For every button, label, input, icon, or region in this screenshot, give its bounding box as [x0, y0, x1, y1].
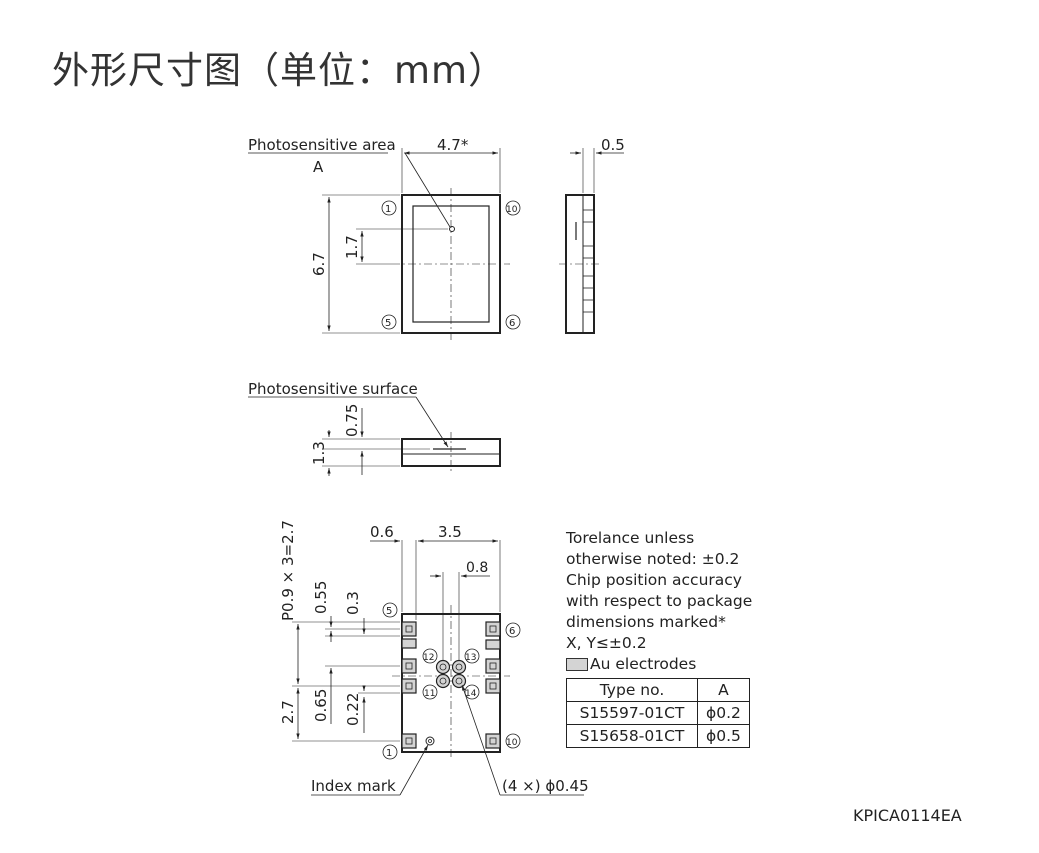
pin-1-label: 1 [385, 204, 391, 215]
pin-13-label: 13 [465, 653, 476, 663]
label-holes: (4 ×) ϕ0.45 [502, 777, 589, 795]
pin-6-label-bottom: 6 [509, 626, 515, 637]
dim-thickness: 0.5 [601, 136, 625, 154]
table-cell: S15597-01CT [566, 701, 698, 725]
legend-label: Au electrodes [590, 655, 697, 673]
note-line: X, Y≤±0.2 [566, 634, 647, 652]
pin-10-label-bottom: 10 [506, 738, 518, 748]
label-area-a: A [313, 158, 324, 176]
pin-5-label: 5 [385, 318, 391, 329]
side-view [559, 148, 624, 334]
dim-width: 4.7* [437, 136, 469, 154]
note-line: otherwise noted: ±0.2 [566, 550, 740, 568]
table-cell: ϕ0.2 [697, 701, 750, 725]
dim-0-22: 0.22 [344, 693, 362, 726]
dim-0-8: 0.8 [466, 560, 488, 576]
pin-6-label: 6 [509, 318, 515, 329]
table-cell: S15658-01CT [566, 724, 698, 748]
bottom-view [292, 539, 584, 796]
note-line: Torelance unless [566, 529, 695, 547]
tolerance-notes: Torelance unless otherwise noted: ±0.2 C… [566, 528, 752, 675]
table-cell: ϕ0.5 [697, 724, 750, 748]
pin-12-label: 12 [423, 653, 434, 663]
table-header: Type no. [566, 678, 698, 702]
legend-au-electrodes: Au electrodes [566, 654, 752, 675]
dim-pitch: P0.9 × 3=2.7 [279, 520, 297, 621]
note-line: with respect to package [566, 592, 753, 610]
label-index-mark: Index mark [311, 777, 396, 795]
dim-total: 1.3 [310, 441, 328, 465]
pin-1-label-bottom: 1 [386, 748, 392, 759]
pin-11-label: 11 [424, 689, 435, 699]
type-table: Type no. A S15597-01CT ϕ0.2 S15658-01CT … [566, 678, 750, 748]
note-line: Chip position accuracy [566, 571, 742, 589]
dim-0-3: 0.3 [344, 591, 362, 615]
section-view [248, 396, 501, 476]
page-title: 外形尺寸图（单位：mm） [52, 49, 507, 92]
table-header: A [697, 678, 750, 702]
label-photosensitive-area: Photosensitive area [248, 136, 396, 154]
photosensitive-area-dot [449, 226, 455, 232]
dim-offset: 1.7 [343, 235, 361, 259]
pin-10-label: 10 [506, 205, 518, 215]
dim-surface: 0.75 [343, 404, 361, 437]
pin-14-label: 14 [465, 689, 477, 699]
dim-0-55: 0.55 [312, 581, 330, 614]
dim-0-65: 0.65 [312, 689, 330, 722]
table-row: S15658-01CT ϕ0.5 [566, 724, 750, 748]
label-photosensitive-surface: Photosensitive surface [248, 380, 418, 398]
dim-height: 6.7 [310, 252, 328, 276]
top-view [248, 148, 521, 340]
table-row: S15597-01CT ϕ0.2 [566, 701, 750, 725]
pin-5-label-bottom: 5 [386, 606, 392, 617]
dim-3-5: 3.5 [438, 523, 462, 541]
note-line: dimensions marked* [566, 613, 726, 631]
dim-0-6: 0.6 [370, 523, 394, 541]
drawing-code: KPICA0114EA [853, 806, 962, 825]
table-header-row: Type no. A [566, 678, 750, 702]
dim-2-7: 2.7 [279, 700, 297, 724]
legend-swatch [566, 658, 588, 671]
